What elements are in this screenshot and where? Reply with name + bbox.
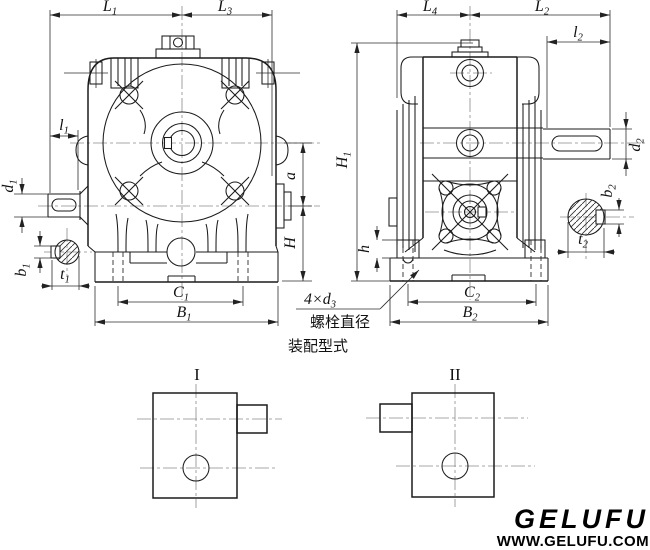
output-shaft bbox=[543, 128, 611, 160]
dim-l2: l2 bbox=[546, 24, 610, 128]
dim-C1: C1 bbox=[117, 284, 244, 306]
dim-label-t2: t2 bbox=[578, 231, 588, 251]
dim-label-L2: L2 bbox=[534, 0, 550, 18]
dim-l1: l1 bbox=[50, 117, 79, 190]
lifting-lug bbox=[155, 35, 201, 59]
dim-b1: b1 bbox=[13, 231, 53, 277]
dim-label-l1: l1 bbox=[59, 117, 69, 137]
front-base bbox=[87, 237, 279, 283]
dim-b2: b2 bbox=[599, 184, 624, 237]
output-shaft-section bbox=[567, 198, 606, 236]
dim-label-B1: B1 bbox=[176, 304, 191, 324]
dim-label-L3: L3 bbox=[217, 0, 232, 18]
worm-wheel bbox=[102, 63, 262, 223]
side-base bbox=[389, 239, 549, 282]
side-housing bbox=[388, 56, 543, 256]
bolt-note: 4×d3 螺栓直径 bbox=[296, 269, 420, 331]
assembly-fig-1: I bbox=[137, 365, 282, 508]
housing-ribs bbox=[115, 213, 249, 253]
dim-H1: H1 bbox=[334, 42, 473, 282]
dim-B1: B1 bbox=[94, 286, 279, 326]
bolt-note-text: 螺栓直径 bbox=[310, 314, 370, 331]
dim-L1-L3: L1 L3 bbox=[49, 0, 273, 193]
dim-label-h: h bbox=[356, 245, 373, 253]
fig1-label: I bbox=[194, 365, 200, 384]
dim-label-L4: L4 bbox=[422, 0, 438, 18]
dim-label-C1: C1 bbox=[173, 284, 189, 304]
dim-C2: C2 bbox=[407, 284, 537, 306]
side-view-dimensions: L4 L2 l2 H1 h d2 bbox=[334, 0, 647, 326]
dim-d1: d1 bbox=[0, 178, 48, 233]
dim-label-b2: b2 bbox=[599, 184, 619, 198]
side-bosses bbox=[75, 135, 292, 229]
dim-t2: t2 bbox=[557, 222, 615, 258]
dim-a-H: a H bbox=[282, 142, 312, 282]
drain-boss bbox=[166, 237, 196, 267]
bolt-dim-label: 4×d3 bbox=[304, 291, 336, 311]
dim-d2: d2 bbox=[612, 112, 647, 176]
input-shaft-section bbox=[50, 239, 80, 265]
dim-label-l2: l2 bbox=[573, 24, 583, 44]
cover-bolts bbox=[114, 80, 250, 206]
dim-t1: t1 bbox=[41, 256, 90, 290]
front-view bbox=[38, 6, 320, 300]
dim-label-a: a bbox=[282, 172, 299, 180]
dim-h: h bbox=[356, 226, 398, 272]
dim-label-t1: t1 bbox=[60, 266, 70, 286]
input-shaft bbox=[47, 185, 89, 226]
dim-label-C2: C2 bbox=[464, 284, 481, 304]
bore-keyway bbox=[163, 136, 173, 150]
dim-label-B2: B2 bbox=[462, 304, 478, 324]
dim-label-d1: d1 bbox=[0, 179, 20, 192]
dim-label-H1: H1 bbox=[334, 152, 354, 170]
assembly-fig-2: II bbox=[366, 365, 535, 507]
dim-label-H: H bbox=[282, 236, 299, 250]
fig2-label: II bbox=[449, 365, 461, 384]
dim-L4-L2: L4 L2 bbox=[396, 0, 611, 127]
dim-label-b1: b1 bbox=[13, 263, 33, 276]
front-view-dimensions: L1 L3 l1 d1 b1 t1 bbox=[0, 0, 312, 326]
dim-label-d2: d2 bbox=[627, 138, 647, 152]
worm-end-cover bbox=[431, 173, 509, 251]
dim-label-L1: L1 bbox=[102, 0, 117, 18]
brand-website: WWW.GELUFU.COM bbox=[497, 533, 649, 550]
side-cross-bosses bbox=[64, 59, 300, 88]
branding: GELUFU WWW.GELUFU.COM bbox=[497, 504, 649, 550]
assembly-title: 装配型式 bbox=[288, 338, 348, 355]
dim-B2: B2 bbox=[389, 285, 549, 326]
side-view bbox=[388, 6, 645, 300]
top-bosses bbox=[110, 57, 250, 89]
brand-logo-text: GELUFU bbox=[514, 504, 649, 534]
